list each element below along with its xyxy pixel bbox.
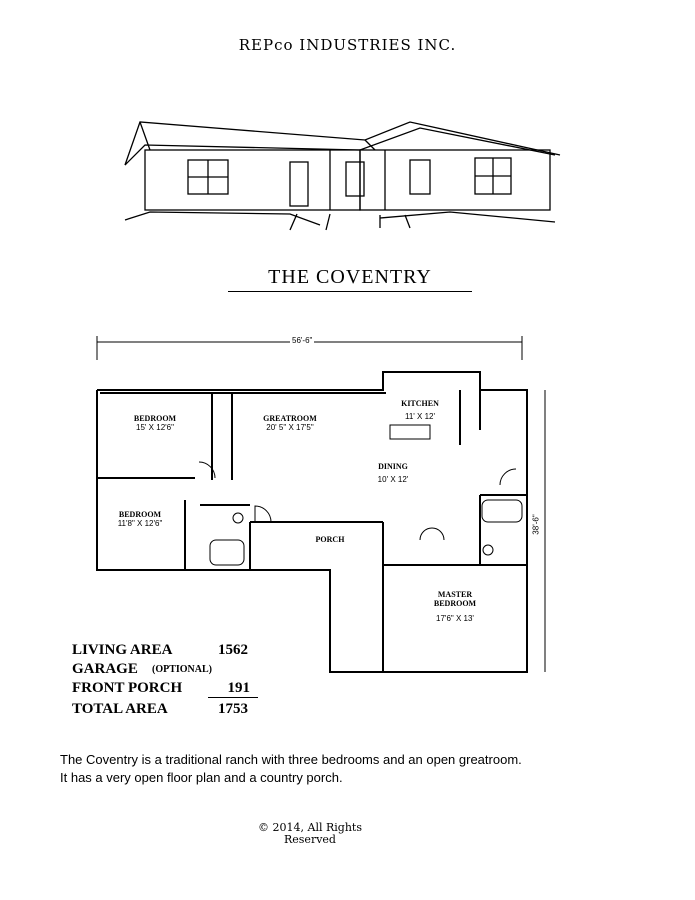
copyright: © 2014, All Rights Reserved [258,821,362,846]
room-bedroom-2: BEDROOM 11'8" X 12'6" [117,510,163,528]
company-name: REPco INDUSTRIES INC. [238,36,457,54]
floor-plan [96,336,546,673]
depth-dimension: 38'-6" [531,514,541,535]
description-line-1: The Coventry is a traditional ranch with… [60,752,522,767]
plan-title: THE COVENTRY [228,266,472,292]
room-master-bedroom: MASTER BEDROOM 17'6" X 13' [433,590,477,623]
room-kitchen: KITCHEN 11' X 12' [401,399,439,421]
room-porch: PORCH [315,535,345,544]
door [289,161,309,207]
description-line-2: It has a very open floor plan and a coun… [60,770,343,785]
room-greatroom: GREATROOM 20' 5" X 17'5" [263,414,317,432]
window [409,159,431,195]
wall-right [359,149,551,211]
width-dimension: 56'-6" [290,336,315,345]
room-dining: DINING 10' X 12' [377,462,409,484]
room-bedroom-1: BEDROOM 15' X 12'6" [133,414,177,432]
window [345,161,365,197]
outer-wall [96,371,528,673]
wall-left [144,149,361,211]
